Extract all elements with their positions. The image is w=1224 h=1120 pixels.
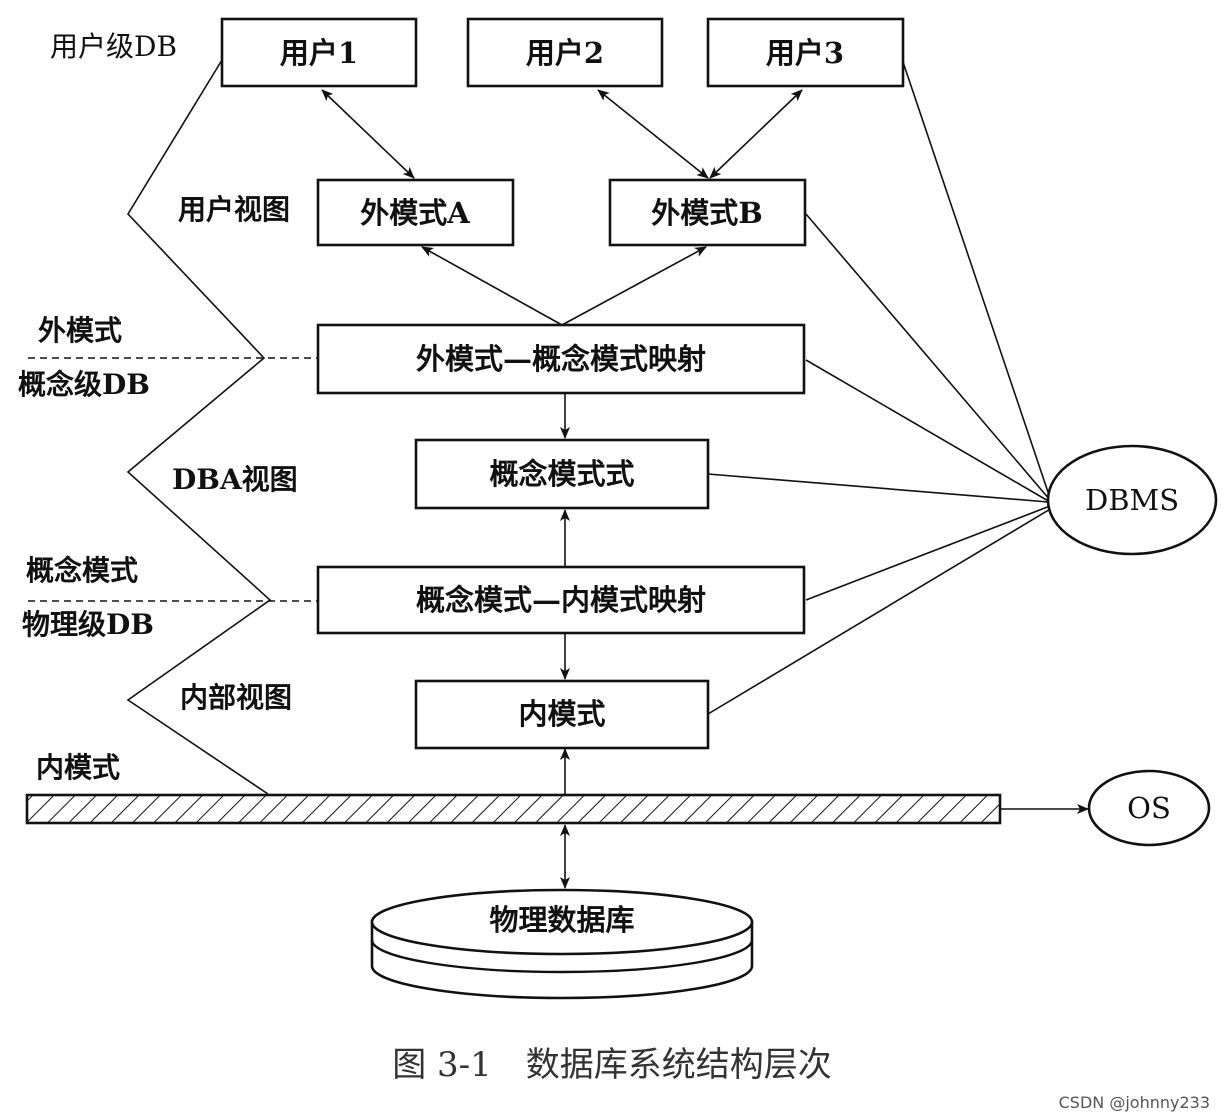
user-view-label: 用户视图 <box>178 193 290 226</box>
conceptual-internal-mapping-box <box>316 565 806 635</box>
external-schema-a-box <box>316 178 515 247</box>
conceptual-internal-mapping-label: 概念模式—内模式映射 <box>416 583 706 617</box>
external-schema-side-label: 外模式 <box>38 314 122 347</box>
internal-schema-side-label: 内模式 <box>36 751 120 784</box>
user2-label: 用户2 <box>526 36 604 70</box>
conceptual-schema-label: 概念模式式 <box>489 457 634 491</box>
watermark: CSDN @johnny233 <box>1059 1093 1210 1112</box>
concept-level-db-label: 概念级DB <box>18 368 150 401</box>
external-schema-b-box <box>608 178 807 247</box>
user2-box <box>466 17 664 88</box>
user3-label: 用户3 <box>766 36 844 70</box>
user-level-db-label: 用户级DB <box>50 30 177 63</box>
external-conceptual-mapping-label: 外模式—概念模式映射 <box>416 342 706 376</box>
level-zigzag-line <box>126 59 272 795</box>
dbms-label: DBMS <box>1085 483 1179 517</box>
dba-view-label: DBA视图 <box>172 463 298 496</box>
user3-box <box>706 17 905 88</box>
arrow-map-to-ext-b <box>561 246 707 326</box>
arrow-user1-ext-a <box>321 89 415 179</box>
internal-schema-box <box>414 679 710 750</box>
physical-level-db-label: 物理级DB <box>22 608 154 641</box>
storage-hatched-bar <box>25 793 1002 825</box>
figure-caption: 图 3-1 数据库系统结构层次 <box>392 1045 832 1085</box>
physical-database-cylinder <box>370 888 754 1000</box>
concept-schema-side-label: 概念模式 <box>26 554 138 587</box>
user1-box <box>220 17 418 88</box>
external-conceptual-mapping-box <box>316 323 806 395</box>
os-ellipse <box>1087 769 1211 847</box>
dbms-ellipse <box>1046 444 1218 556</box>
arrow-map-to-ext-a <box>421 246 563 326</box>
internal-schema-label: 内模式 <box>518 697 605 731</box>
external-schema-a-label: 外模式A <box>360 196 470 230</box>
external-schema-b-label: 外模式B <box>651 196 763 230</box>
arrow-user2-ext-b <box>597 89 709 179</box>
conceptual-schema-box <box>414 438 710 510</box>
internal-view-label: 内部视图 <box>180 681 292 714</box>
physical-database-label: 物理数据库 <box>489 903 634 937</box>
os-label: OS <box>1127 791 1171 825</box>
user1-label: 用户1 <box>280 36 358 70</box>
arrow-user3-ext-b <box>709 89 803 179</box>
dbms-connectors <box>707 61 1053 715</box>
